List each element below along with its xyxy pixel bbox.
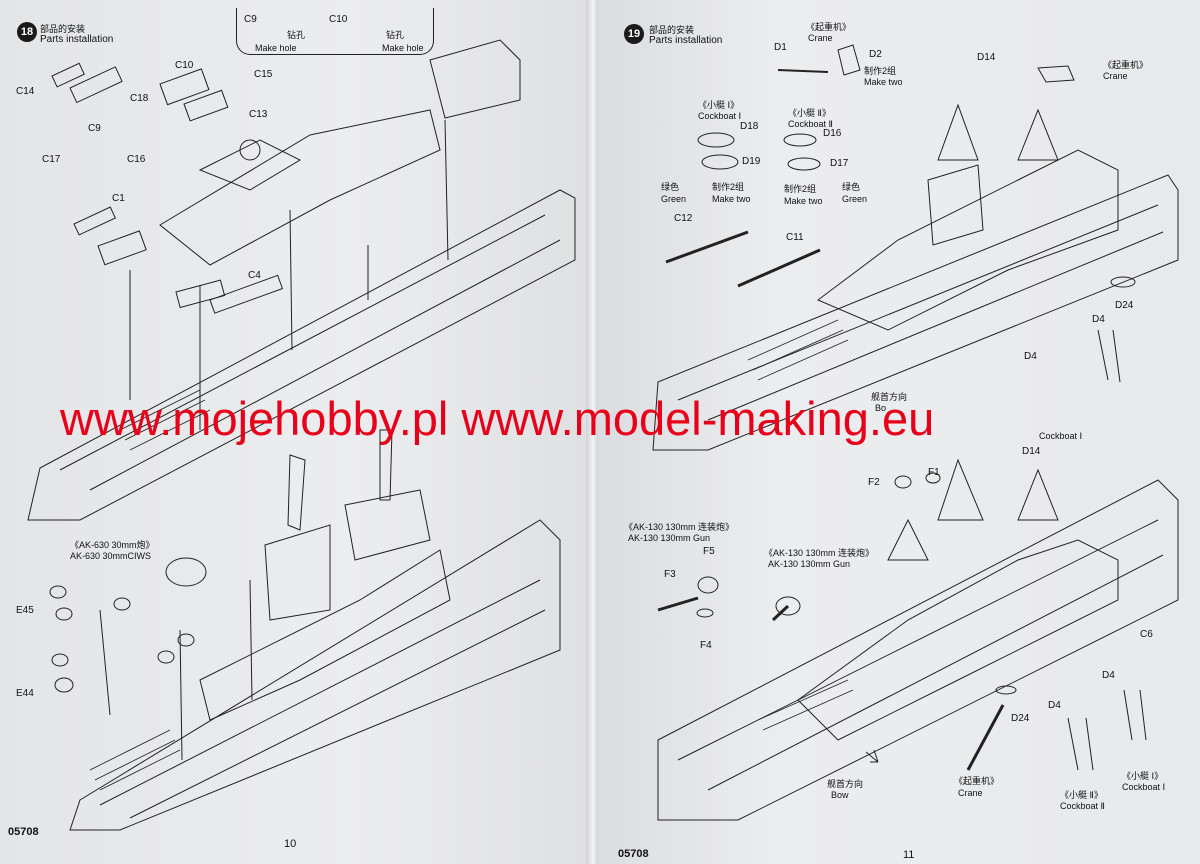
ship-drawing-step-19 xyxy=(652,44,1179,821)
step-title-en: Parts installation xyxy=(40,34,114,45)
step-number-badge: 19 xyxy=(624,24,644,44)
ak130-label-cn: 《AK-130 130mm 连装炮》 xyxy=(624,522,735,532)
part-label: E45 xyxy=(16,605,34,616)
part-label: D14 xyxy=(977,52,996,63)
part-label: F3 xyxy=(664,569,676,580)
make-two-cn: 制作2组 xyxy=(864,66,897,76)
watermark-text: www.mojehobby.pl www.model-making.eu xyxy=(60,392,935,445)
cockboat-1-cn: 《小艇 Ⅰ》 xyxy=(1122,771,1164,781)
color-green-en: Green xyxy=(661,194,687,204)
part-label: D17 xyxy=(830,158,849,169)
bow-label-cn: 舰首方向 xyxy=(827,779,864,789)
part-label: F4 xyxy=(700,640,712,651)
ship-drawing-step-18 xyxy=(27,39,576,831)
ak630-label-cn: 《AK-630 30mm炮》 xyxy=(70,540,155,550)
part-label: C12 xyxy=(674,213,693,224)
color-green-cn: 绿色 xyxy=(661,182,680,192)
part-label: F1 xyxy=(928,467,940,478)
cockboat-1-cn: 《小艇 Ⅰ》 xyxy=(698,100,740,110)
part-label: C14 xyxy=(16,86,35,97)
part-label-c9-hole: C9 xyxy=(244,14,257,25)
part-label: C4 xyxy=(248,270,261,281)
cockboat-2-en: Cockboat Ⅱ xyxy=(1060,801,1105,811)
bow-label-en: Bow xyxy=(831,790,849,800)
part-label: D4 xyxy=(1024,351,1037,362)
crane-label-cn: 《起重机》 xyxy=(806,22,852,32)
make-two-cn: 制作2组 xyxy=(784,184,817,194)
part-label: C1 xyxy=(112,193,125,204)
instruction-page-left: 18 部品的安装 Parts installation C9 C10 钻孔 钻孔… xyxy=(0,0,588,864)
ak130-label-cn: 《AK-130 130mm 连装炮》 xyxy=(764,548,875,558)
cockboat-2-cn: 《小艇 Ⅱ》 xyxy=(788,108,831,118)
cockboat-1-en: Cockboat Ⅰ xyxy=(698,111,742,121)
make-two-en: Make two xyxy=(712,194,751,204)
ak130-label-en: AK-130 130mm Gun xyxy=(768,559,851,569)
part-label: F2 xyxy=(868,477,880,488)
cockboat-1-en: Cockboat Ⅰ xyxy=(1122,782,1166,792)
part-label: D24 xyxy=(1011,713,1030,724)
product-code: 05708 xyxy=(618,848,649,860)
crane-label-en: Crane xyxy=(1103,71,1128,81)
instruction-page-right: 19 部品的安装 Parts installation 《起重机》 Crane … xyxy=(598,0,1200,864)
cockboat-2-cn: 《小艇 Ⅱ》 xyxy=(1060,790,1103,800)
part-label: C11 xyxy=(786,232,804,243)
crane-label-en: Crane xyxy=(808,33,833,43)
page-number: 11 xyxy=(903,849,915,861)
cockboat-label-en: Cockboat Ⅰ xyxy=(1039,431,1083,441)
crane-label-cn: 《起重机》 xyxy=(1103,60,1149,70)
part-label: F5 xyxy=(703,546,715,557)
make-hole-label: Make hole xyxy=(255,43,297,53)
part-label: C16 xyxy=(127,154,146,165)
page-fold xyxy=(586,0,600,864)
ak630-label-en: AK-630 30mmCIWS xyxy=(70,551,152,561)
part-label: D2 xyxy=(869,49,882,60)
make-two-cn: 制作2组 xyxy=(712,182,745,192)
make-hole-callout xyxy=(236,8,434,55)
step-number-badge: 18 xyxy=(17,22,37,42)
color-green-cn: 绿色 xyxy=(842,182,861,192)
part-label: D16 xyxy=(823,128,842,139)
part-label: D19 xyxy=(742,156,761,167)
cockboat-2-en: Cockboat Ⅱ xyxy=(788,119,833,129)
crane-label-en: Crane xyxy=(958,788,983,798)
part-label: D14 xyxy=(1022,446,1041,457)
part-label: D1 xyxy=(774,42,787,53)
part-label: C10 xyxy=(175,60,194,71)
part-label: E44 xyxy=(16,688,34,699)
part-label: C6 xyxy=(1140,629,1153,640)
step-title-cn: 部品的安装 xyxy=(40,24,86,34)
crane-label-cn: 《起重机》 xyxy=(954,776,1000,786)
ak130-label-en: AK-130 130mm Gun xyxy=(628,533,711,543)
make-two-en: Make two xyxy=(864,77,903,87)
part-label-c10-hole: C10 xyxy=(329,14,348,25)
step-title-en: Parts installation xyxy=(649,35,723,46)
part-label: D4 xyxy=(1048,700,1061,711)
part-label: D18 xyxy=(740,121,759,132)
part-label: C13 xyxy=(249,109,268,120)
product-code: 05708 xyxy=(8,826,39,838)
page-number: 10 xyxy=(284,838,297,850)
bow-label-en: Bo xyxy=(875,403,887,413)
make-hole-label: Make hole xyxy=(382,43,424,53)
bow-label-cn: 舰首方向 xyxy=(871,392,908,402)
drill-label-cn: 钻孔 xyxy=(386,30,405,40)
part-label: C17 xyxy=(42,154,61,165)
part-label: C15 xyxy=(254,69,273,80)
color-green-en: Green xyxy=(842,194,868,204)
make-two-en: Make two xyxy=(784,196,823,206)
part-label: C9 xyxy=(88,123,101,134)
part-label: D4 xyxy=(1102,670,1115,681)
part-label: C18 xyxy=(130,93,149,104)
drill-label-cn: 钻孔 xyxy=(287,30,306,40)
part-label: D24 xyxy=(1115,300,1134,311)
step-title-cn: 部品的安装 xyxy=(649,25,695,35)
part-label: D4 xyxy=(1092,314,1105,325)
